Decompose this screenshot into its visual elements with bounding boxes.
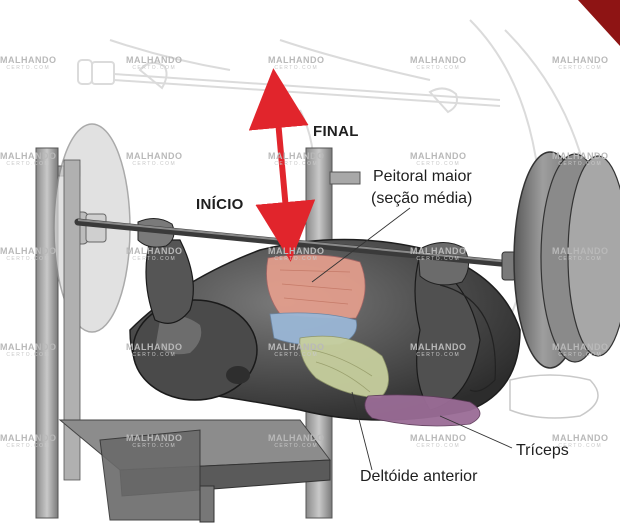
watermark-subtext: CERTO.COM xyxy=(132,161,177,167)
right-weight-plates xyxy=(501,151,620,369)
corner-badge xyxy=(578,0,620,46)
watermark-text: MALHANDO xyxy=(268,55,325,65)
watermark-text: MALHANDO xyxy=(552,151,609,161)
watermark-subtext: CERTO.COM xyxy=(416,352,461,358)
triceps-highlight xyxy=(364,394,481,427)
watermark-text: MALHANDO xyxy=(0,151,57,161)
watermark-text: MALHANDO xyxy=(126,342,183,352)
watermark-subtext: CERTO.COM xyxy=(6,443,51,449)
watermark-text: MALHANDO xyxy=(410,342,467,352)
watermark-text: MALHANDO xyxy=(0,246,57,256)
watermark-text: MALHANDO xyxy=(268,342,325,352)
final-position-label: FINAL xyxy=(313,123,359,140)
label-leader-lines xyxy=(311,207,513,471)
ghost-foot xyxy=(509,374,599,419)
watermark-text: MALHANDO xyxy=(552,433,609,443)
watermark-text: MALHANDO xyxy=(126,433,183,443)
watermark-text: MALHANDO xyxy=(552,55,609,65)
watermark-text: MALHANDO xyxy=(410,246,467,256)
watermark-subtext: CERTO.COM xyxy=(416,161,461,167)
watermark-text: MALHANDO xyxy=(410,55,467,65)
watermark-subtext: CERTO.COM xyxy=(558,352,603,358)
watermark-subtext: CERTO.COM xyxy=(274,352,319,358)
movement-arrow xyxy=(248,68,316,262)
pectoralis-label-line1: Peitoral maior xyxy=(373,168,472,185)
watermark-subtext: CERTO.COM xyxy=(6,352,51,358)
watermark-subtext: CERTO.COM xyxy=(274,256,319,262)
anterior-deltoid-label: Deltóide anterior xyxy=(360,468,478,485)
watermark-subtext: CERTO.COM xyxy=(132,352,177,358)
pectoralis-major-highlight xyxy=(266,254,366,319)
watermark-subtext: CERTO.COM xyxy=(558,65,603,71)
watermark-subtext: CERTO.COM xyxy=(132,256,177,262)
triceps-label: Tríceps xyxy=(516,442,569,459)
watermark-text: MALHANDO xyxy=(268,246,325,256)
watermark-subtext: CERTO.COM xyxy=(558,256,603,262)
watermark-subtext: CERTO.COM xyxy=(416,443,461,449)
watermark-text: MALHANDO xyxy=(410,433,467,443)
watermark-subtext: CERTO.COM xyxy=(274,443,319,449)
watermark-text: MALHANDO xyxy=(268,151,325,161)
watermark-text: MALHANDO xyxy=(0,342,57,352)
watermark-text: MALHANDO xyxy=(268,433,325,443)
watermark-subtext: CERTO.COM xyxy=(558,161,603,167)
start-position-label: INÍCIO xyxy=(196,196,244,213)
watermark-subtext: CERTO.COM xyxy=(6,65,51,71)
watermark-subtext: CERTO.COM xyxy=(416,65,461,71)
watermark-subtext: CERTO.COM xyxy=(558,443,603,449)
watermark-text: MALHANDO xyxy=(410,151,467,161)
watermark-text: MALHANDO xyxy=(126,55,183,65)
watermark-subtext: CERTO.COM xyxy=(132,443,177,449)
watermark-subtext: CERTO.COM xyxy=(416,256,461,262)
watermark-subtext: CERTO.COM xyxy=(274,65,319,71)
watermark-text: MALHANDO xyxy=(126,151,183,161)
pectoralis-label-line2: (seção média) xyxy=(371,190,473,207)
watermark-text: MALHANDO xyxy=(0,55,57,65)
watermark-text: MALHANDO xyxy=(552,342,609,352)
watermark-text: MALHANDO xyxy=(126,246,183,256)
watermark-subtext: CERTO.COM xyxy=(6,256,51,262)
watermark-text: MALHANDO xyxy=(552,246,609,256)
watermark-text: MALHANDO xyxy=(0,433,57,443)
watermark-subtext: CERTO.COM xyxy=(274,161,319,167)
watermark-subtext: CERTO.COM xyxy=(6,161,51,167)
bench xyxy=(58,419,331,523)
watermark-subtext: CERTO.COM xyxy=(132,65,177,71)
